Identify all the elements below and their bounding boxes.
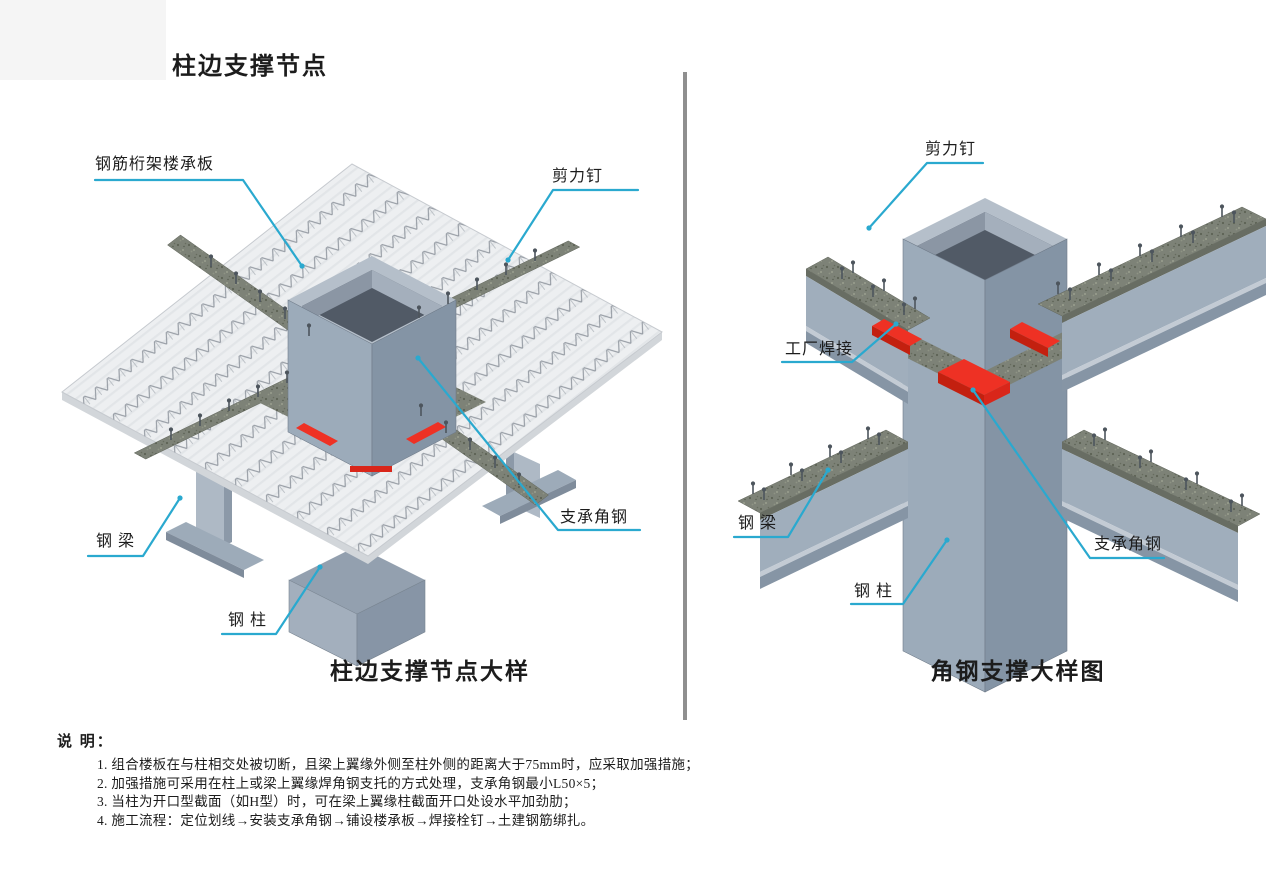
label-support-angle-left: 支承角钢	[560, 509, 629, 526]
notes-heading: 说 明：	[57, 734, 114, 750]
i-beam-left	[166, 468, 264, 578]
label-support-angle-right: 支承角钢	[1094, 536, 1163, 553]
caption-right-diagram: 角钢支撑大样图	[930, 659, 1106, 684]
label-steel-column-left: 钢 柱	[228, 612, 268, 629]
box-column-left	[287, 256, 457, 477]
h-beam-se	[1061, 429, 1261, 602]
note-item: 4. 施工流程：定位划线→安装支承角钢→铺设楼承板→焊接栓钉→土建钢筋绑扎。	[97, 812, 595, 828]
label-steel-column-right: 钢 柱	[854, 583, 894, 600]
support-angle-weld-left-diagram	[296, 422, 446, 472]
leader-lines	[86, 161, 1166, 636]
right-diagram-3d	[737, 198, 1267, 693]
steel-column-left	[288, 546, 426, 667]
page-title: 柱边支撑节点	[172, 54, 328, 80]
h-beam-sw	[737, 429, 909, 589]
vertical-divider	[683, 72, 687, 720]
caption-left-diagram: 柱边支撑节点大样	[330, 659, 530, 684]
note-item: 2. 加强措施可采用在柱上或梁上翼缘焊角钢支托的方式处理，支承角钢最小L50×5…	[97, 775, 605, 791]
label-steel-beam-left: 钢 梁	[96, 533, 136, 550]
box-column-right	[902, 198, 1068, 693]
note-item: 3. 当柱为开口型截面（如H型）时，可在梁上翼缘柱截面开口处设水平加劲肋；	[97, 794, 577, 809]
support-angle-weld-right-diagram	[872, 319, 1060, 406]
note-item: 1. 组合楼板在与柱相交处被切断，且梁上翼缘外侧至柱外侧的距离大于75mm时，应…	[97, 757, 700, 772]
leader-tips	[177, 225, 976, 570]
label-factory-weld: 工厂焊接	[785, 341, 854, 358]
h-beam-ne	[1037, 206, 1267, 392]
label-shear-stud-left: 剪力钉	[552, 168, 604, 185]
label-steel-beam-right: 钢 梁	[738, 515, 778, 532]
label-shear-stud-right: 剪力钉	[925, 141, 977, 158]
corner-shade	[0, 0, 166, 80]
notes-section: 说 明： 1. 组合楼板在与柱相交处被切断，且梁上翼缘外侧至柱外侧的距离大于75…	[57, 730, 1207, 830]
label-truss-deck: 钢筋桁架楼承板	[95, 156, 215, 173]
